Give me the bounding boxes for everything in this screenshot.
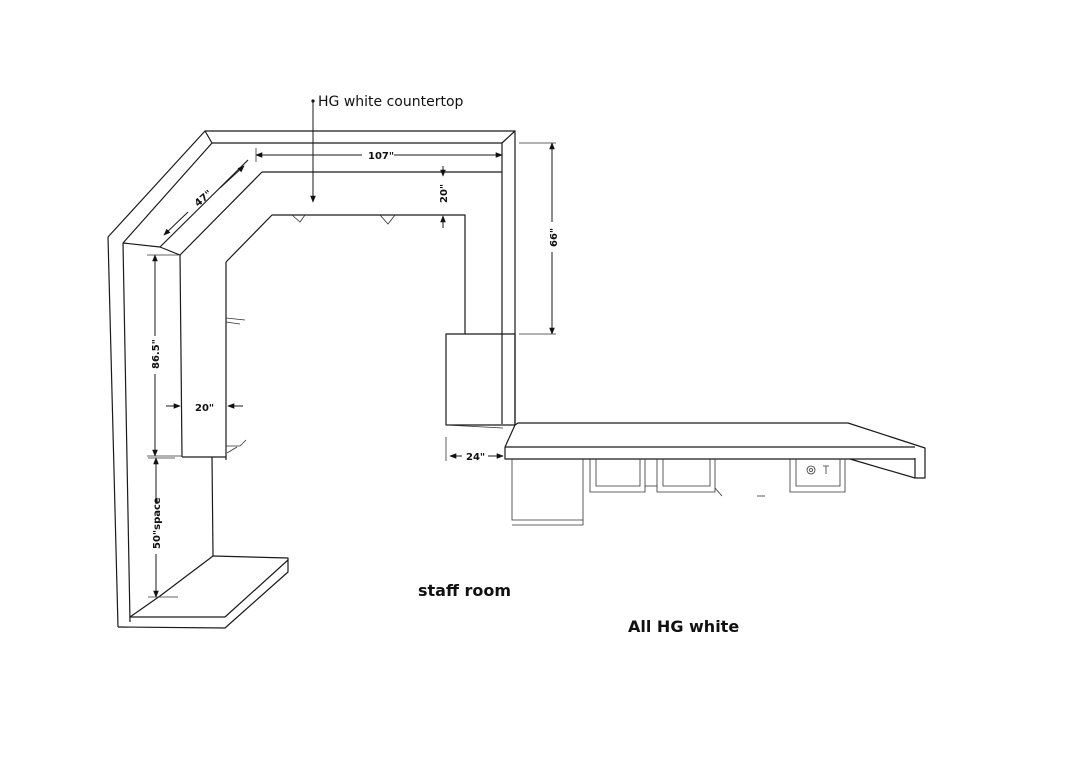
dimension-top-depth: 20" [439, 166, 450, 228]
dim-label-left-run: 86.5" [151, 339, 162, 369]
dimension-space: 50"space [148, 457, 178, 598]
return-countertop [504, 422, 926, 526]
dim-label-diagonal: 47" [193, 189, 215, 210]
dim-label-left-depth: 20" [195, 403, 214, 414]
countertop-callout: HG white countertop [310, 94, 464, 203]
dimension-right-height: 66" [519, 142, 560, 335]
main-countertop [107, 130, 516, 629]
dim-label-top-run: 107" [368, 151, 394, 162]
material-note: All HG white [628, 617, 739, 636]
dimension-return-depth: 24" [445, 437, 504, 463]
callout-label: HG white countertop [318, 94, 464, 110]
dim-label-right-height: 66" [549, 228, 560, 247]
dimension-diagonal: 47" [163, 165, 245, 236]
dim-label-space: 50"space [152, 497, 163, 549]
dimension-top-run: 107" [255, 148, 503, 162]
dimension-left-depth: 20" [166, 403, 243, 414]
dim-label-top-depth: 20" [439, 184, 450, 203]
dim-label-return-depth: 24" [466, 452, 485, 463]
connector-block [445, 333, 516, 429]
room-label: staff room [418, 581, 511, 600]
dimension-left-run: 86.5" [147, 254, 182, 457]
